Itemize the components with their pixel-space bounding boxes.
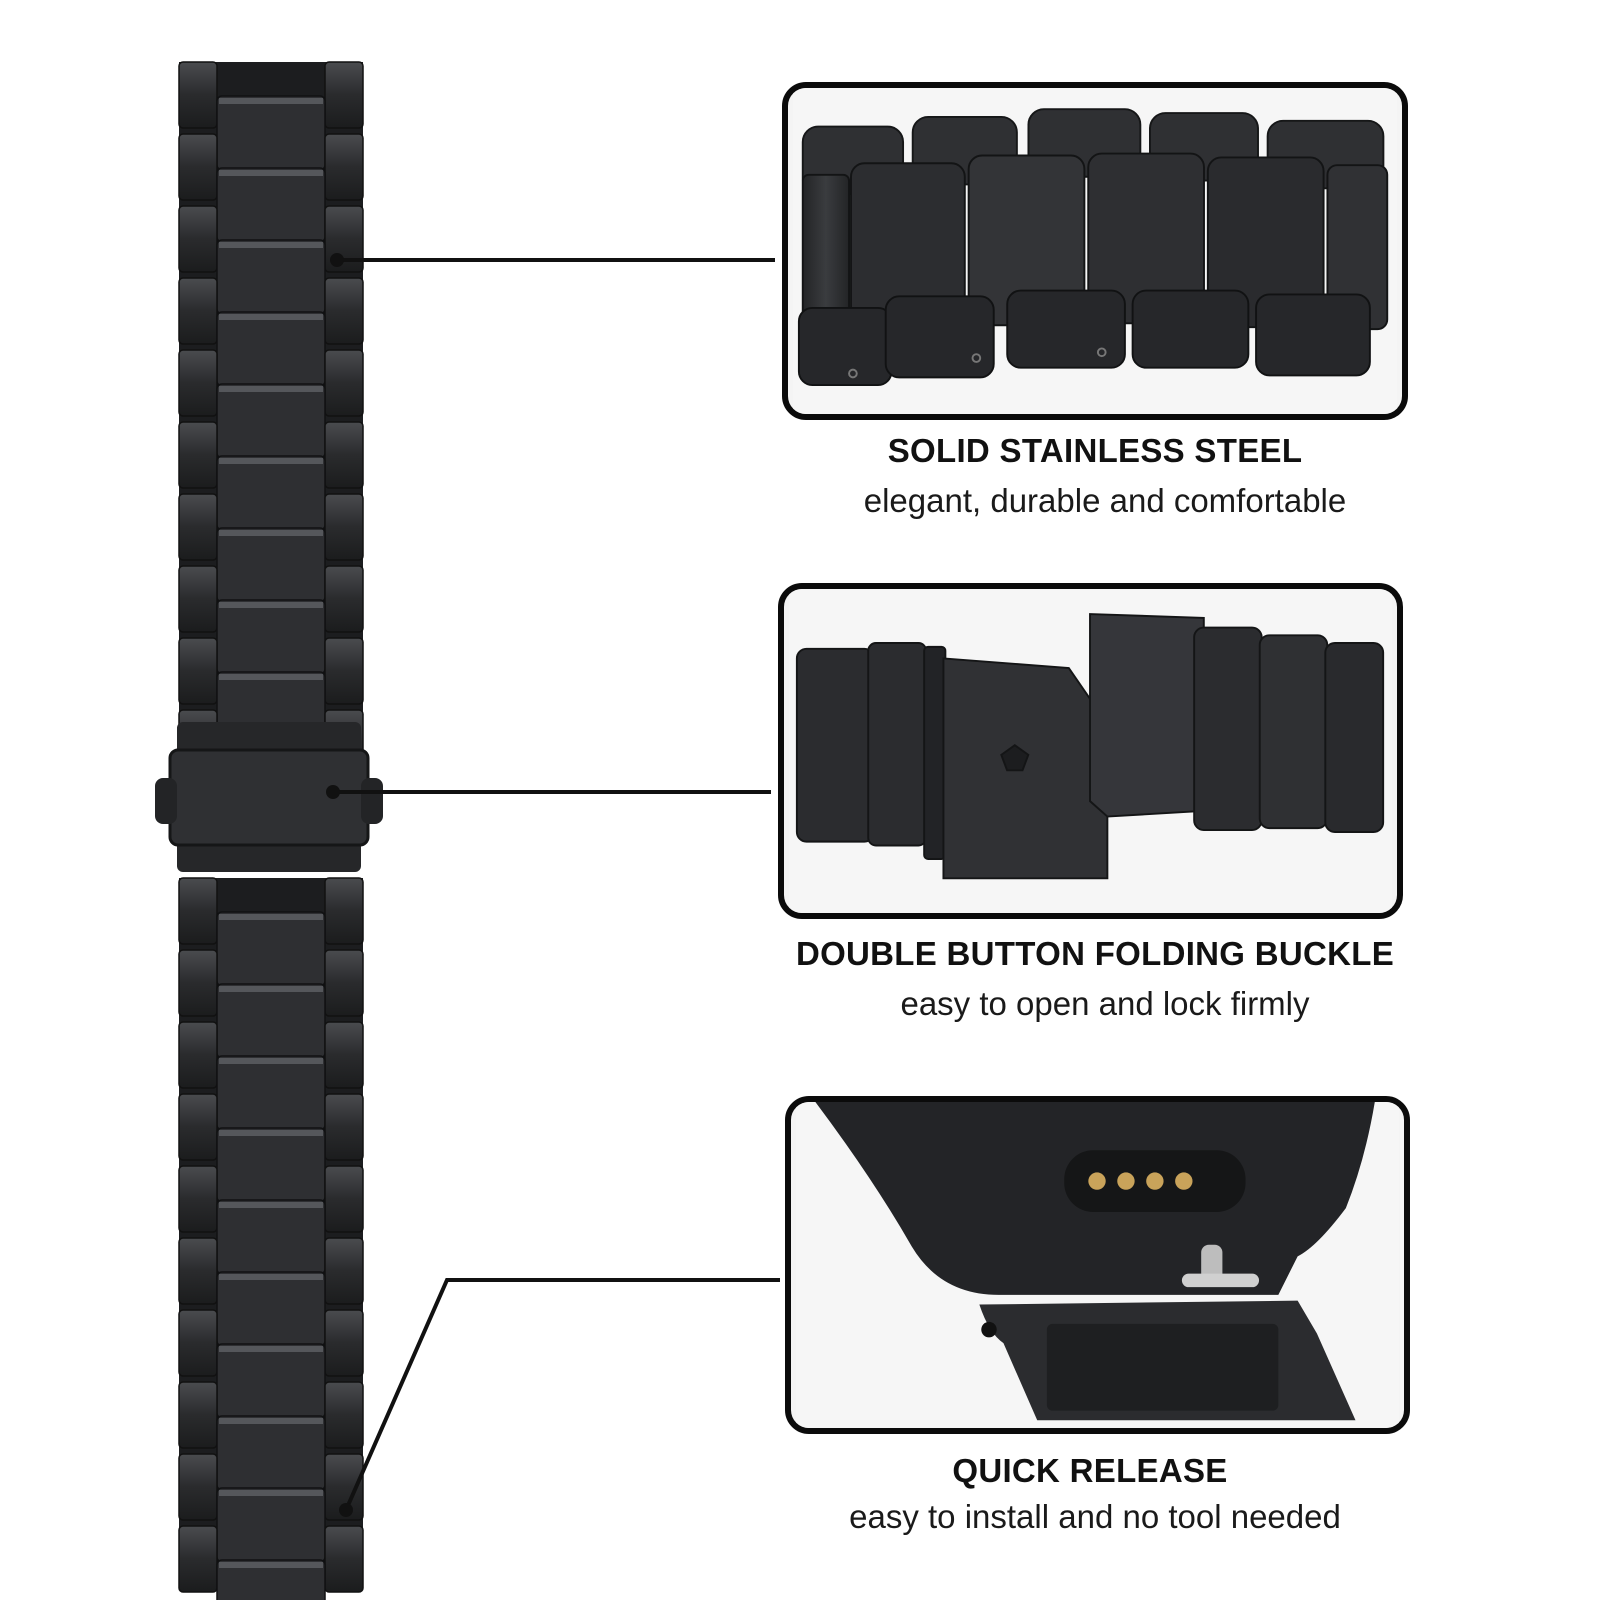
feature-subtitle-buckle: easy to open and lock firmly	[900, 985, 1310, 1022]
band-links	[178, 61, 364, 1600]
quick-release-photo	[785, 1096, 1410, 1434]
buckle-drawing	[789, 589, 1392, 913]
band-buckle	[155, 722, 383, 872]
steel-links-photo	[782, 82, 1408, 420]
feature-title-buckle: DOUBLE BUTTON FOLDING BUCKLE	[795, 935, 1395, 972]
feature-title-quick-release: QUICK RELEASE	[952, 1452, 1228, 1489]
feature-subtitle-steel: elegant, durable and comfortable	[863, 482, 1347, 519]
steel-links-drawing	[793, 88, 1397, 414]
callout-line-buckle	[326, 785, 771, 799]
folding-buckle-photo	[778, 583, 1403, 919]
feature-title-steel: SOLID STAINLESS STEEL	[887, 432, 1303, 469]
quick-release-drawing	[796, 1102, 1399, 1428]
feature-subtitle-quick-release: easy to install and no tool needed	[849, 1498, 1341, 1535]
callout-line-quick-release	[339, 1278, 780, 1517]
callout-line-steel	[330, 253, 775, 267]
